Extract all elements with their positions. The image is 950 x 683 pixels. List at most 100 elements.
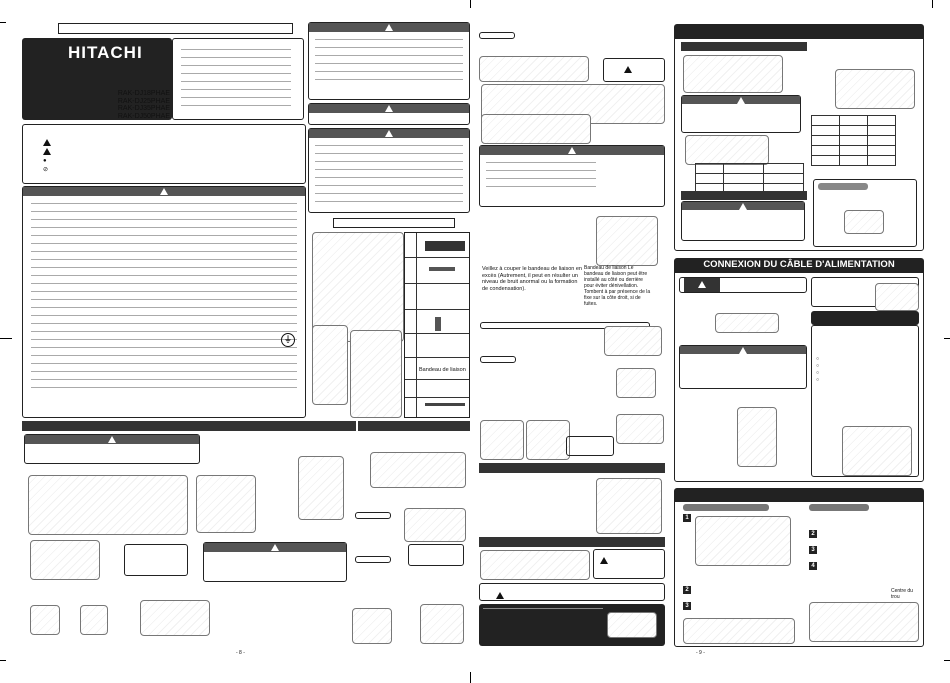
parts-table: Bandeau de liaison <box>404 232 470 418</box>
caution-icon <box>43 148 51 156</box>
flare-diagram <box>526 420 570 460</box>
indoor-unit-diagram <box>312 232 404 342</box>
unit-diagram <box>607 612 657 638</box>
level-diagram <box>30 605 60 635</box>
step-4-icon: 4 <box>809 562 817 570</box>
size-table <box>695 163 804 194</box>
drain-steps-diagram <box>480 550 590 580</box>
hole-diagram <box>196 475 256 533</box>
warning-box-flare <box>681 95 801 133</box>
label-pill <box>355 556 391 563</box>
bandeau-label: Bandeau de liaison <box>419 367 466 373</box>
warning-icon <box>385 23 393 31</box>
pipe-bend-diagram <box>420 604 464 644</box>
caution-box-drain <box>593 549 665 579</box>
step-3-icon: 3 <box>683 602 691 610</box>
ground-icon: ⏚ <box>281 333 295 347</box>
warning-icon <box>43 139 51 146</box>
caution-icon <box>385 129 393 137</box>
warning-box-1 <box>308 22 470 100</box>
right-bottom-header <box>674 488 924 501</box>
note-box <box>566 436 614 456</box>
pipe-bend-diagram <box>352 608 392 644</box>
parts-title-bar <box>333 218 455 228</box>
caution-box <box>308 128 470 213</box>
step-3-icon: 3 <box>809 546 817 554</box>
warning-box-3 <box>203 542 347 582</box>
note-box <box>124 544 188 576</box>
torque-diagram <box>835 69 915 109</box>
warning-box-drain <box>479 583 665 601</box>
model-list: RAK-DJ18PHAE RAK-DJ25PHAE RAK-DJ35PHAE R… <box>100 90 170 120</box>
crop-mark <box>470 672 471 683</box>
header-title-bar <box>58 23 293 34</box>
warning-icon <box>624 66 632 74</box>
model-item: RAK-DJ25PHAE <box>117 97 170 105</box>
crop-mark <box>0 338 12 339</box>
unit-top-diagram <box>809 602 919 642</box>
remote-icon <box>435 317 441 331</box>
dark-subheader <box>811 311 919 325</box>
wiring-panel: ○○○○ <box>811 325 919 477</box>
section-title-bar <box>479 537 665 547</box>
section-title-bar <box>681 42 807 51</box>
dark-note-panel <box>479 604 665 646</box>
warning-box-power <box>679 277 807 293</box>
screw-icon <box>429 267 455 271</box>
indoor-unit-side-diagram <box>370 452 466 488</box>
condensation-note: Veillez à couper le bandeau de liaison e… <box>482 266 582 292</box>
connector-diagram <box>844 210 884 234</box>
brand-logo: HITACHI <box>68 43 143 62</box>
warning-icon <box>739 202 747 210</box>
model-item: RAK-DJ18PHAE <box>117 90 170 97</box>
unit-bottom-diagram <box>140 600 210 636</box>
clamp-diagram <box>875 283 919 311</box>
step-1-icon: 1 <box>683 514 691 522</box>
warning-icon <box>108 435 116 443</box>
right-header-bar <box>674 24 924 38</box>
step-2-icon: 2 <box>683 586 691 594</box>
step-2-icon: 2 <box>809 530 817 538</box>
terminal-board-diagram <box>737 407 777 467</box>
pipe-diagram <box>298 456 344 520</box>
crop-mark <box>0 22 6 23</box>
section-title-bar <box>22 421 356 431</box>
warning-box-2 <box>308 103 470 125</box>
brand-panel: HITACHI <box>22 38 172 120</box>
crop-mark <box>470 0 471 8</box>
bandeau-callout: Bandeau de liaison Le bandeau de liaison… <box>584 265 651 307</box>
wiring-diagram <box>479 56 589 82</box>
section-title-bar <box>681 191 807 200</box>
caution-icon <box>600 557 608 565</box>
remote-diagram <box>312 325 348 405</box>
crop-mark <box>944 660 950 661</box>
flare-tool-diagram <box>683 55 783 93</box>
connexion-title: CONNEXION DU CÂBLE D'ALIMENTATION <box>674 258 924 272</box>
rear-piping-diagram <box>604 326 662 356</box>
sleeve-diagram <box>350 330 402 418</box>
unit-front-diagram <box>683 618 795 644</box>
side-piping-diagram <box>616 368 656 398</box>
connexion-panel: ○○○○ <box>674 272 924 482</box>
tape-icon <box>425 403 465 406</box>
contents-panel <box>172 38 304 120</box>
page-number-left: - 8 - <box>236 650 245 656</box>
warning-list-panel: ⏚ <box>22 186 306 418</box>
warning-box-refrigerant <box>681 201 805 241</box>
filter-panel: 1 2 3 2 3 4 Centre du trou <box>674 501 924 647</box>
label-pill <box>479 32 515 39</box>
warning-icon <box>698 281 706 289</box>
warning-icon <box>496 592 504 600</box>
crop-mark <box>932 0 933 8</box>
sub-title-pill <box>480 322 650 329</box>
caution-box-center <box>479 145 665 207</box>
section-title-bar <box>358 421 470 431</box>
warning-icon <box>385 104 393 112</box>
warning-icon <box>271 543 279 551</box>
note-box <box>408 544 464 566</box>
warning-box-cable <box>679 345 807 389</box>
crop-mark <box>944 338 950 339</box>
flare-diagram <box>480 420 524 460</box>
warning-box-install <box>24 434 200 464</box>
unit-front-diagram <box>596 216 658 266</box>
